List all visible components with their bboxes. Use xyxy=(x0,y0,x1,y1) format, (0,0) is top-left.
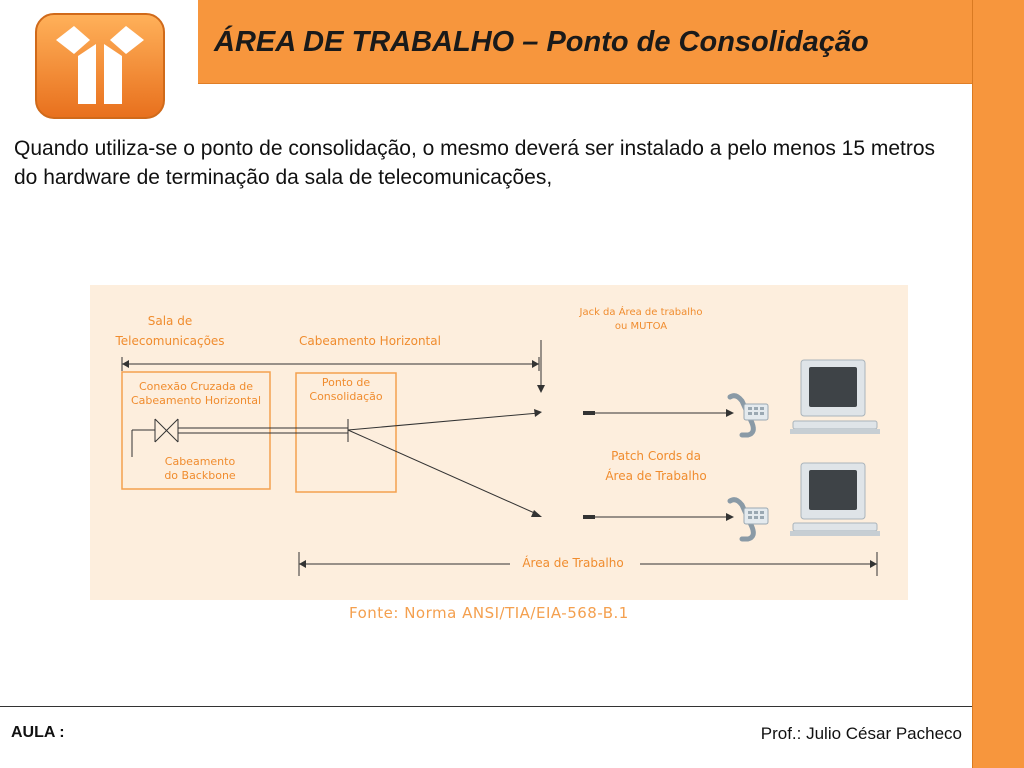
logo-icon xyxy=(35,13,165,119)
footer-lesson-label: AULA : xyxy=(11,724,65,741)
cross-connect-box xyxy=(121,371,271,490)
cross-connect-label-line1: Conexão Cruzada de xyxy=(139,380,253,393)
topology-diagram: Sala de Telecomunicações Cabeamento Hori… xyxy=(90,285,908,600)
work-area-label: Área de Trabalho xyxy=(522,555,623,570)
wall-outlet xyxy=(583,411,595,415)
patch-cords-label-line1: Patch Cords da xyxy=(611,449,701,463)
backbone-label-line1: Cabeamento xyxy=(165,455,236,468)
footer-divider xyxy=(0,706,972,707)
computer-icon xyxy=(790,462,880,536)
arrow-head xyxy=(122,360,129,368)
horizontal-cabling-label: Cabeamento Horizontal xyxy=(299,334,441,348)
arrow-head xyxy=(532,360,539,368)
consolidation-label-line2: Consolidação xyxy=(309,390,382,403)
footer-professor: Prof.: Julio César Pacheco xyxy=(760,724,962,743)
patch-cords-label-line2: Área de Trabalho xyxy=(605,468,706,483)
cable-to-upper-outlet xyxy=(347,412,540,431)
consolidation-label-line1: Ponto de xyxy=(322,376,370,389)
telephone-icon xyxy=(727,393,769,438)
jack-label-line2: ou MUTOA xyxy=(615,321,667,332)
cross-connect-label-line2: Cabeamento Horizontal xyxy=(131,394,261,407)
title-bar: ÁREA DE TRABALHO – Ponto de Consolidação xyxy=(198,0,972,84)
backbone-label-line2: do Backbone xyxy=(164,469,236,482)
source-caption: Fonte: Norma ANSI/TIA/EIA-568-B.1 xyxy=(349,604,629,622)
jack-label-line1: Jack da Área de trabalho xyxy=(579,305,703,318)
right-accent-bar xyxy=(972,0,1024,768)
room-label-line2: Telecomunicações xyxy=(114,334,224,348)
wall-outlet xyxy=(583,515,595,519)
intro-text: Quando utiliza-se o ponto de consolidaçã… xyxy=(14,137,936,189)
computer-icon xyxy=(790,359,880,434)
telephone-icon xyxy=(727,497,769,542)
slide-title: ÁREA DE TRABALHO – Ponto de Consolidação xyxy=(214,26,869,58)
diagram-background xyxy=(90,285,908,600)
cable-to-lower-outlet xyxy=(347,429,540,516)
room-label-line1: Sala de xyxy=(148,314,192,328)
